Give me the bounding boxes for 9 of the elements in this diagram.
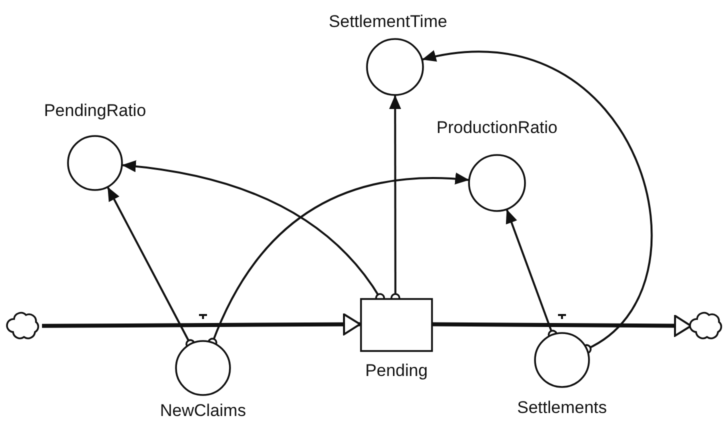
node-label: ProductionRatio [436, 117, 558, 139]
node-label: Settlements [516, 397, 608, 419]
flow-pipe [42, 313, 361, 336]
node-label: SettlementTime [328, 11, 448, 33]
connector-arrow [422, 50, 653, 354]
flow-pipe [430, 314, 692, 337]
node-label: NewClaims [159, 400, 247, 422]
node-label: PendingRatio [42, 100, 148, 122]
node-label: Pending [364, 360, 429, 382]
